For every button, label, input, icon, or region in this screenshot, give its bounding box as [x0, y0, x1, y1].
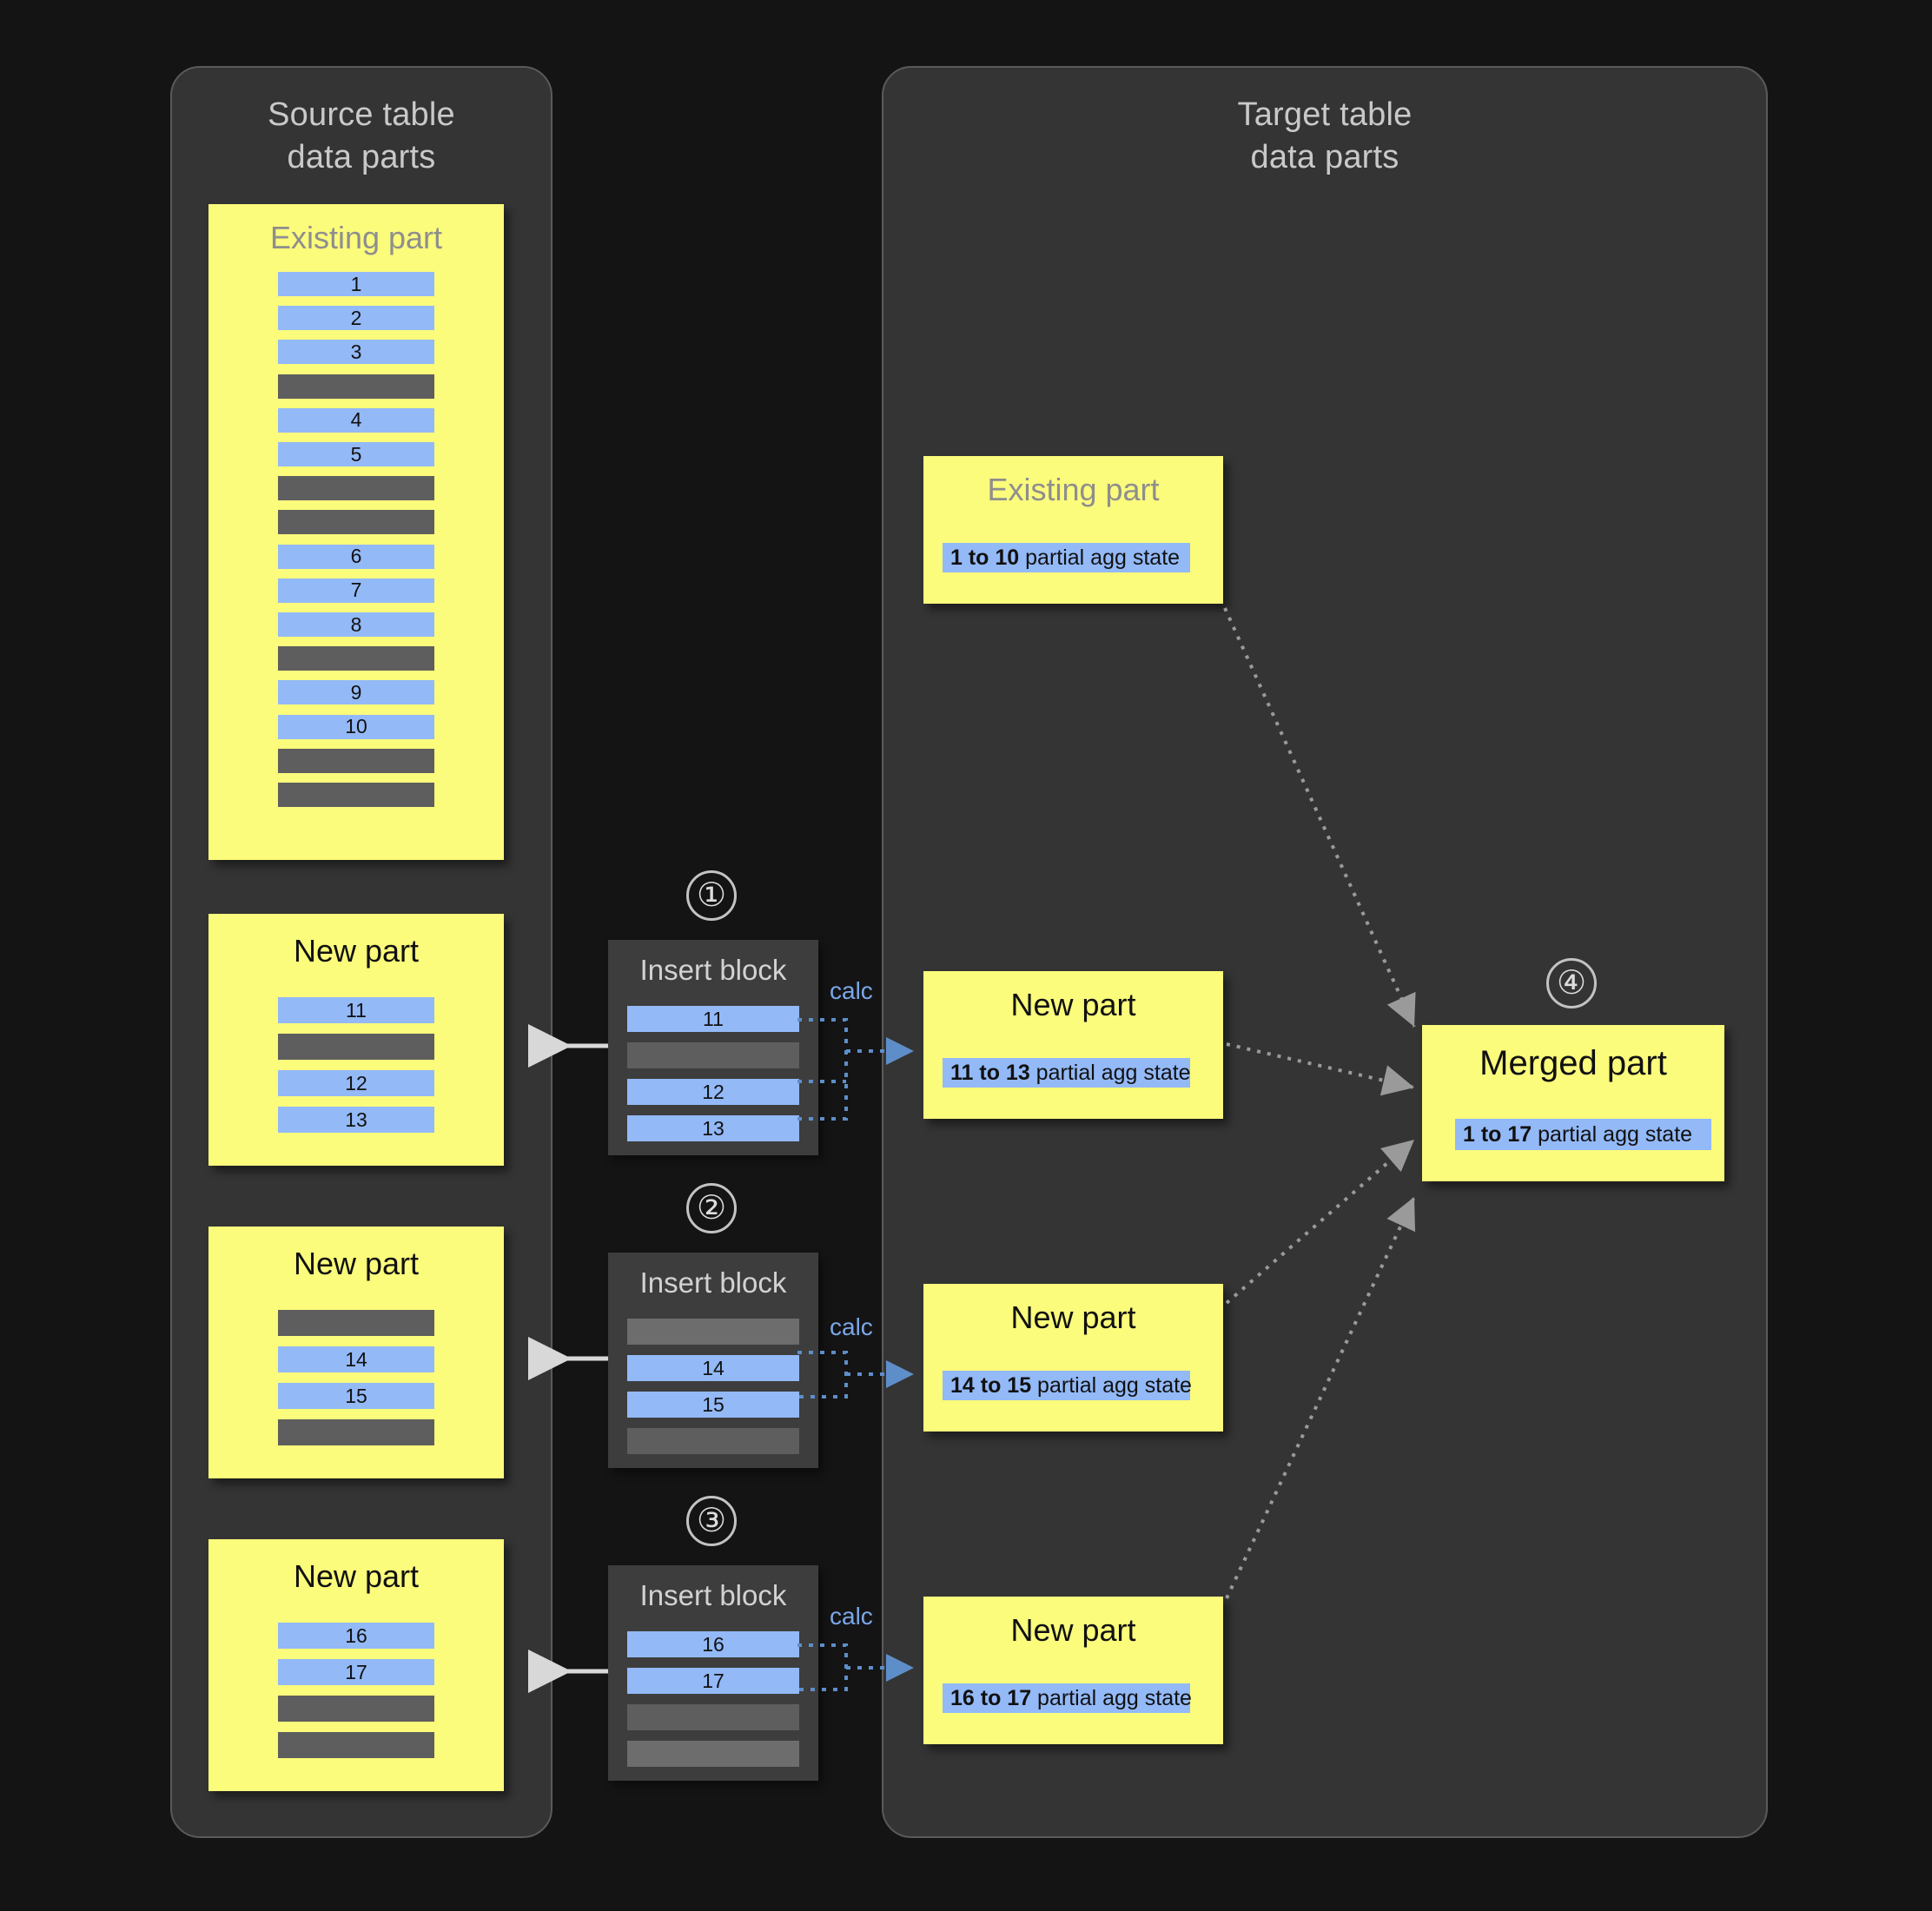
- data-row: 10: [278, 714, 434, 739]
- target-new-part-1: New part 11 to 13 partial agg state: [923, 971, 1223, 1119]
- data-row: 14: [278, 1346, 434, 1372]
- agg-state-2: partial agg state: [1031, 1372, 1192, 1398]
- agg-range-3: 16 to 17: [950, 1685, 1032, 1710]
- data-row: 8: [278, 612, 434, 637]
- data-row: 12: [627, 1079, 799, 1105]
- insert-block-2-title: Insert block: [639, 1266, 787, 1299]
- data-row-empty: [627, 1319, 799, 1345]
- data-row: 14: [627, 1355, 799, 1381]
- data-row: 9: [278, 680, 434, 705]
- agg-range-2: 14 to 15: [950, 1372, 1032, 1398]
- data-row-empty: [278, 1419, 434, 1445]
- data-row: 13: [278, 1107, 434, 1133]
- target-new-part-2: New part 14 to 15 partial agg state: [923, 1284, 1223, 1432]
- merged-part-title: Merged part: [1479, 1044, 1667, 1082]
- insert-block-2: Insert block 14 15: [608, 1253, 818, 1468]
- insert-block-3: Insert block 16 17: [608, 1565, 818, 1781]
- insert-block-1: Insert block 11 12 13: [608, 940, 818, 1155]
- data-row-empty: [278, 374, 434, 399]
- data-row-empty: [627, 1428, 799, 1454]
- source-new-part-3: New part 16 17: [208, 1539, 504, 1791]
- data-row: 2: [278, 306, 434, 331]
- source-new-part-2: New part 14 15: [208, 1227, 504, 1478]
- data-row: 15: [278, 1383, 434, 1409]
- source-new-part-2-title: New part: [293, 1246, 420, 1281]
- target-new-part-2-title: New part: [1010, 1299, 1136, 1335]
- data-row-empty: [278, 1732, 434, 1758]
- data-row: 3: [278, 340, 434, 365]
- agg-range-0: 1 to 10: [950, 545, 1020, 570]
- agg-state-0: partial agg state: [1019, 545, 1181, 570]
- data-row: 13: [627, 1115, 799, 1141]
- data-row: 17: [278, 1659, 434, 1685]
- target-new-part-3-title: New part: [1010, 1612, 1136, 1648]
- data-row-empty: [278, 1310, 434, 1336]
- data-row: 4: [278, 407, 434, 433]
- data-row: 11: [627, 1006, 799, 1032]
- data-row: 16: [278, 1623, 434, 1649]
- merged-part: Merged part 1 to 17 partial agg state: [1422, 1025, 1724, 1181]
- data-row: 11: [278, 997, 434, 1023]
- target-new-part-3-agg: 16 to 17 partial agg state: [943, 1683, 1192, 1713]
- source-new-part-3-title: New part: [293, 1558, 420, 1594]
- data-row: 5: [278, 442, 434, 466]
- agg-state-1: partial agg state: [1029, 1060, 1191, 1085]
- data-row-empty: [278, 748, 434, 773]
- target-table-panel: Target table data parts: [882, 66, 1768, 1838]
- calc-label-3: calc: [830, 1603, 873, 1630]
- data-row-empty: [627, 1741, 799, 1767]
- merged-part-agg: 1 to 17 partial agg state: [1455, 1119, 1711, 1150]
- step-1-badge: ①: [686, 870, 737, 921]
- insert-block-1-title: Insert block: [639, 954, 787, 986]
- merged-agg-range: 1 to 17: [1463, 1121, 1532, 1147]
- target-existing-part-agg: 1 to 10 partial agg state: [943, 543, 1190, 572]
- data-row: 6: [278, 544, 434, 569]
- target-new-part-1-title: New part: [1010, 987, 1136, 1022]
- target-existing-part: Existing part 1 to 10 partial agg state: [923, 456, 1223, 604]
- source-existing-part: Existing part 1 2 3 4 5 6 7 8 9 10: [208, 204, 504, 860]
- data-row: 15: [627, 1392, 799, 1418]
- data-row-empty: [278, 1034, 434, 1060]
- merged-agg-state: partial agg state: [1532, 1121, 1693, 1147]
- step-3-badge: ③: [686, 1496, 737, 1546]
- calc-label-2: calc: [830, 1313, 873, 1340]
- target-new-part-1-agg: 11 to 13 partial agg state: [943, 1058, 1191, 1088]
- data-row-empty: [278, 783, 434, 807]
- data-row-empty: [627, 1704, 799, 1730]
- source-new-part-1: New part 11 12 13: [208, 914, 504, 1166]
- step-2-badge: ②: [686, 1183, 737, 1233]
- calc-label-1: calc: [830, 977, 873, 1004]
- data-row-empty: [278, 1696, 434, 1722]
- data-row-empty: [278, 510, 434, 535]
- source-table-title: Source table data parts: [268, 96, 455, 175]
- step-4-badge: ④: [1546, 958, 1597, 1008]
- target-new-part-3: New part 16 to 17 partial agg state: [923, 1597, 1223, 1744]
- target-new-part-2-agg: 14 to 15 partial agg state: [943, 1371, 1192, 1400]
- data-row: 12: [278, 1070, 434, 1096]
- agg-range-1: 11 to 13: [950, 1060, 1030, 1085]
- source-existing-part-title: Existing part: [269, 220, 443, 255]
- insert-block-3-title: Insert block: [639, 1579, 787, 1611]
- data-row: 17: [627, 1668, 799, 1694]
- source-new-part-1-title: New part: [293, 933, 420, 969]
- data-row: 7: [278, 578, 434, 603]
- data-row-empty: [627, 1042, 799, 1068]
- data-row-empty: [278, 646, 434, 671]
- target-existing-part-title: Existing part: [987, 472, 1160, 507]
- data-row: 1: [278, 272, 434, 296]
- agg-state-3: partial agg state: [1031, 1685, 1192, 1710]
- target-table-title: Target table data parts: [1237, 96, 1413, 175]
- data-row: 16: [627, 1631, 799, 1657]
- data-row-empty: [278, 476, 434, 501]
